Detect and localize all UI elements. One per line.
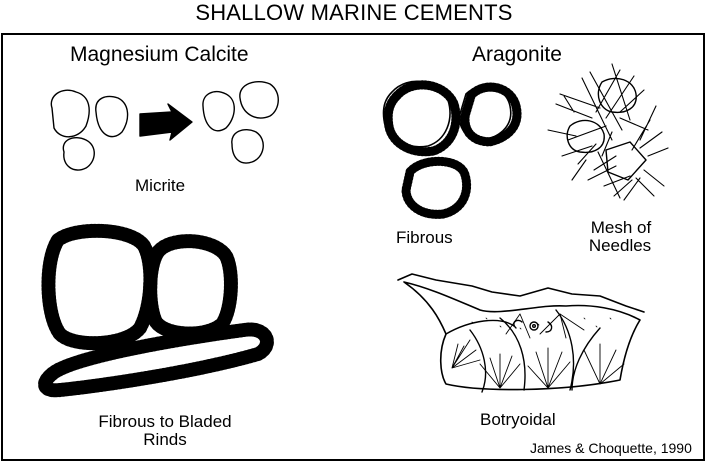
caption-fibrous-bladed-line1: Fibrous to Bladed [98,412,232,431]
caption-mesh-line1: Mesh of [590,218,652,237]
micrite-grains-after [202,80,279,164]
fibrous-aragonite-grains [382,80,522,219]
botryoidal-cement [397,273,645,393]
micrite-grains-before [50,89,129,171]
caption-fibrous: Fibrous [396,228,453,247]
caption-fibrous-bladed-line2: Rinds [143,430,187,449]
caption-mesh-line2: Needles [588,236,652,255]
needle-mesh [547,63,669,201]
caption-botryoidal: Botryoidal [480,410,556,429]
section-title-mg-calcite: Magnesium Calcite [70,43,249,66]
fibrous-bladed-rinds [38,223,274,398]
section-title-aragonite: Aragonite [472,43,562,66]
citation: James & Choquette, 1990 [530,440,692,456]
caption-micrite: Micrite [135,176,186,195]
diagram-title: SHALLOW MARINE CEMENTS [195,0,513,25]
diagram-frame [1,33,705,461]
transition-arrow [139,103,193,141]
